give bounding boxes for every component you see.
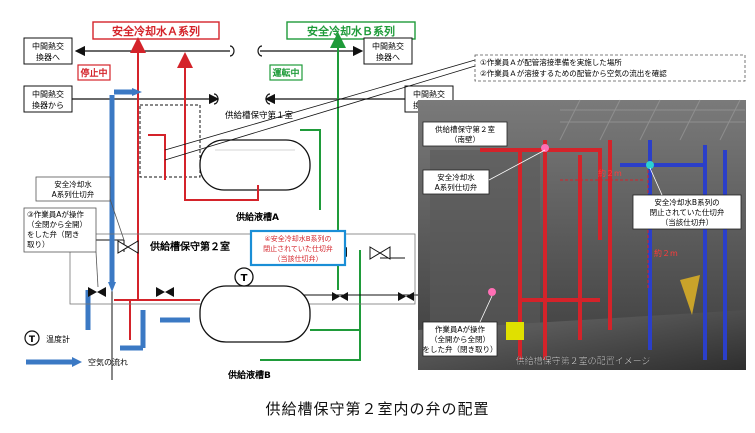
top-note-line1: ①作業員Ａが配管溶接準備を実施した場所 (480, 57, 622, 67)
photo-worker-valve-line3: をした弁（閉き取り） (423, 344, 498, 354)
hx-from-left-line2: 換器から (32, 100, 64, 110)
blind-flange-1 (229, 45, 235, 57)
status-a-box (77, 64, 111, 81)
photo-valve-marker-2 (488, 288, 496, 296)
photo-valve-b-box (632, 194, 742, 230)
legend-temp-label: 温度計 (46, 334, 70, 344)
photo-worker-valve-box (422, 321, 498, 357)
system-b-title-box (286, 21, 416, 40)
legend-air-label: 空気の流れ (88, 357, 128, 367)
figure-caption: 供給槽保守第２室内の弁の配置 (265, 400, 490, 418)
photo-valve-b-line3: （当該仕切弁） (661, 217, 714, 227)
valve-b-upper (369, 246, 391, 260)
valve-a-label-box (35, 176, 111, 202)
status-b-box (269, 64, 303, 81)
valve-b-lower-1 (332, 292, 348, 301)
photo-valve-b-line2: 閉止されていた仕切弁 (650, 207, 725, 217)
room2-label: 供給槽保守第２室 (149, 240, 230, 253)
valve-a-upper (117, 240, 139, 254)
leader-line-2 (164, 65, 476, 161)
valve-left-closed (88, 287, 106, 297)
system-a-piping (114, 37, 259, 340)
system-a-title: 安全冷却水Ａ系列 (112, 24, 200, 38)
system-a-title-box (92, 21, 220, 40)
photo-dist-1: 約２m (598, 168, 622, 178)
photo-valve-b-line1: 安全冷却水B系列の (654, 197, 719, 207)
valve-a-label-line1: 安全冷却水 (54, 179, 92, 189)
leader-line-1 (164, 59, 476, 151)
valve-b-lower-2 (398, 292, 414, 301)
hx-to-right-line1: 中間熱交 (372, 41, 404, 51)
photo-room-label-box (422, 121, 508, 147)
tank-a-label: 供給液槽A (235, 211, 279, 223)
status-a: 停止中 (80, 67, 107, 79)
photo-worker-valve-line2: （全開から全閉） (430, 334, 490, 344)
photo-dist-2: 約２m (654, 248, 678, 258)
blind-flange-4 (265, 93, 271, 105)
photo-valve-a-box (422, 169, 490, 195)
photo-caption: 供給槽保守第２室の配置イメージ (516, 355, 651, 367)
room1-label: 供給槽保守第１室 (225, 110, 294, 121)
legend-temp-icon (24, 330, 40, 346)
photo-valve-a-line2: A系列仕切弁 (435, 182, 478, 192)
schematic: 安全冷却水Ａ系列 安全冷却水Ｂ系列 中間熱交 換器へ 中間熱交 換器から 中間熱… (23, 21, 476, 381)
photo-funnel (680, 275, 700, 315)
hx-to-left-box (23, 37, 73, 65)
status-b: 運転中 (272, 67, 299, 79)
photo-box (506, 322, 524, 340)
worker-note-box (23, 207, 97, 253)
temperature-gauge-icon (234, 267, 254, 287)
hx-to-right-line2: 換器へ (376, 52, 400, 62)
tank-b-label: 供給液槽B (227, 369, 271, 381)
photo-valve-a-line1: 安全冷却水 (437, 172, 475, 182)
closed-valve-note-line3: （当該仕切弁） (274, 254, 323, 263)
worker-note-line1: ③作業員Aが操作 (27, 209, 84, 219)
room1-box (139, 104, 201, 178)
photo-room-label-line2: （南壁） (450, 134, 480, 144)
top-note-line2: ②作業員Ａが溶接するための配管から空気の流出を確認 (480, 68, 667, 78)
top-note-box (474, 54, 746, 82)
legend-temp-symbol: T (29, 335, 36, 345)
hx-to-left-line1: 中間熱交 (32, 41, 64, 51)
worker-note-line2: （全閉から全開） (27, 219, 87, 229)
photo-valve-marker-1 (541, 144, 549, 152)
photo-valve-marker-3 (646, 161, 654, 169)
valve-a-label-line2: A系列仕切弁 (52, 189, 95, 199)
blind-flange-2 (257, 45, 263, 57)
hx-from-left-line1: 中間熱交 (32, 89, 64, 99)
valve-a-lower (156, 287, 174, 297)
photo-room-label-line1: 供給槽保守第２室 (435, 124, 495, 134)
blind-flange-3 (213, 93, 219, 105)
worker-note-line3: をした弁（閉き (27, 229, 80, 239)
temperature-gauge-symbol: T (241, 273, 248, 284)
tank-a (199, 139, 311, 191)
photo-worker-valve-line1: 作業員Aが操作 (435, 324, 486, 334)
hx-from-right-line1: 中間熱交 (413, 89, 445, 99)
closed-valve-note-box (249, 229, 347, 267)
worker-note-line4: 取り） (27, 240, 50, 249)
tank-b (199, 285, 311, 343)
system-b-title: 安全冷却水Ｂ系列 (307, 24, 395, 38)
closed-valve-note-line1: ④安全冷却水B系列の (264, 234, 331, 243)
closed-valve-note-line2: 閉止されていた仕切弁 (263, 244, 333, 253)
hx-to-left-line2: 換器へ (36, 52, 60, 62)
hx-to-right-box (363, 37, 413, 65)
room2-3d-view: 約２m 約２m 供給槽保守第２室 （南壁） 安全冷却水 A系列仕切弁 安全冷却水… (418, 99, 746, 370)
